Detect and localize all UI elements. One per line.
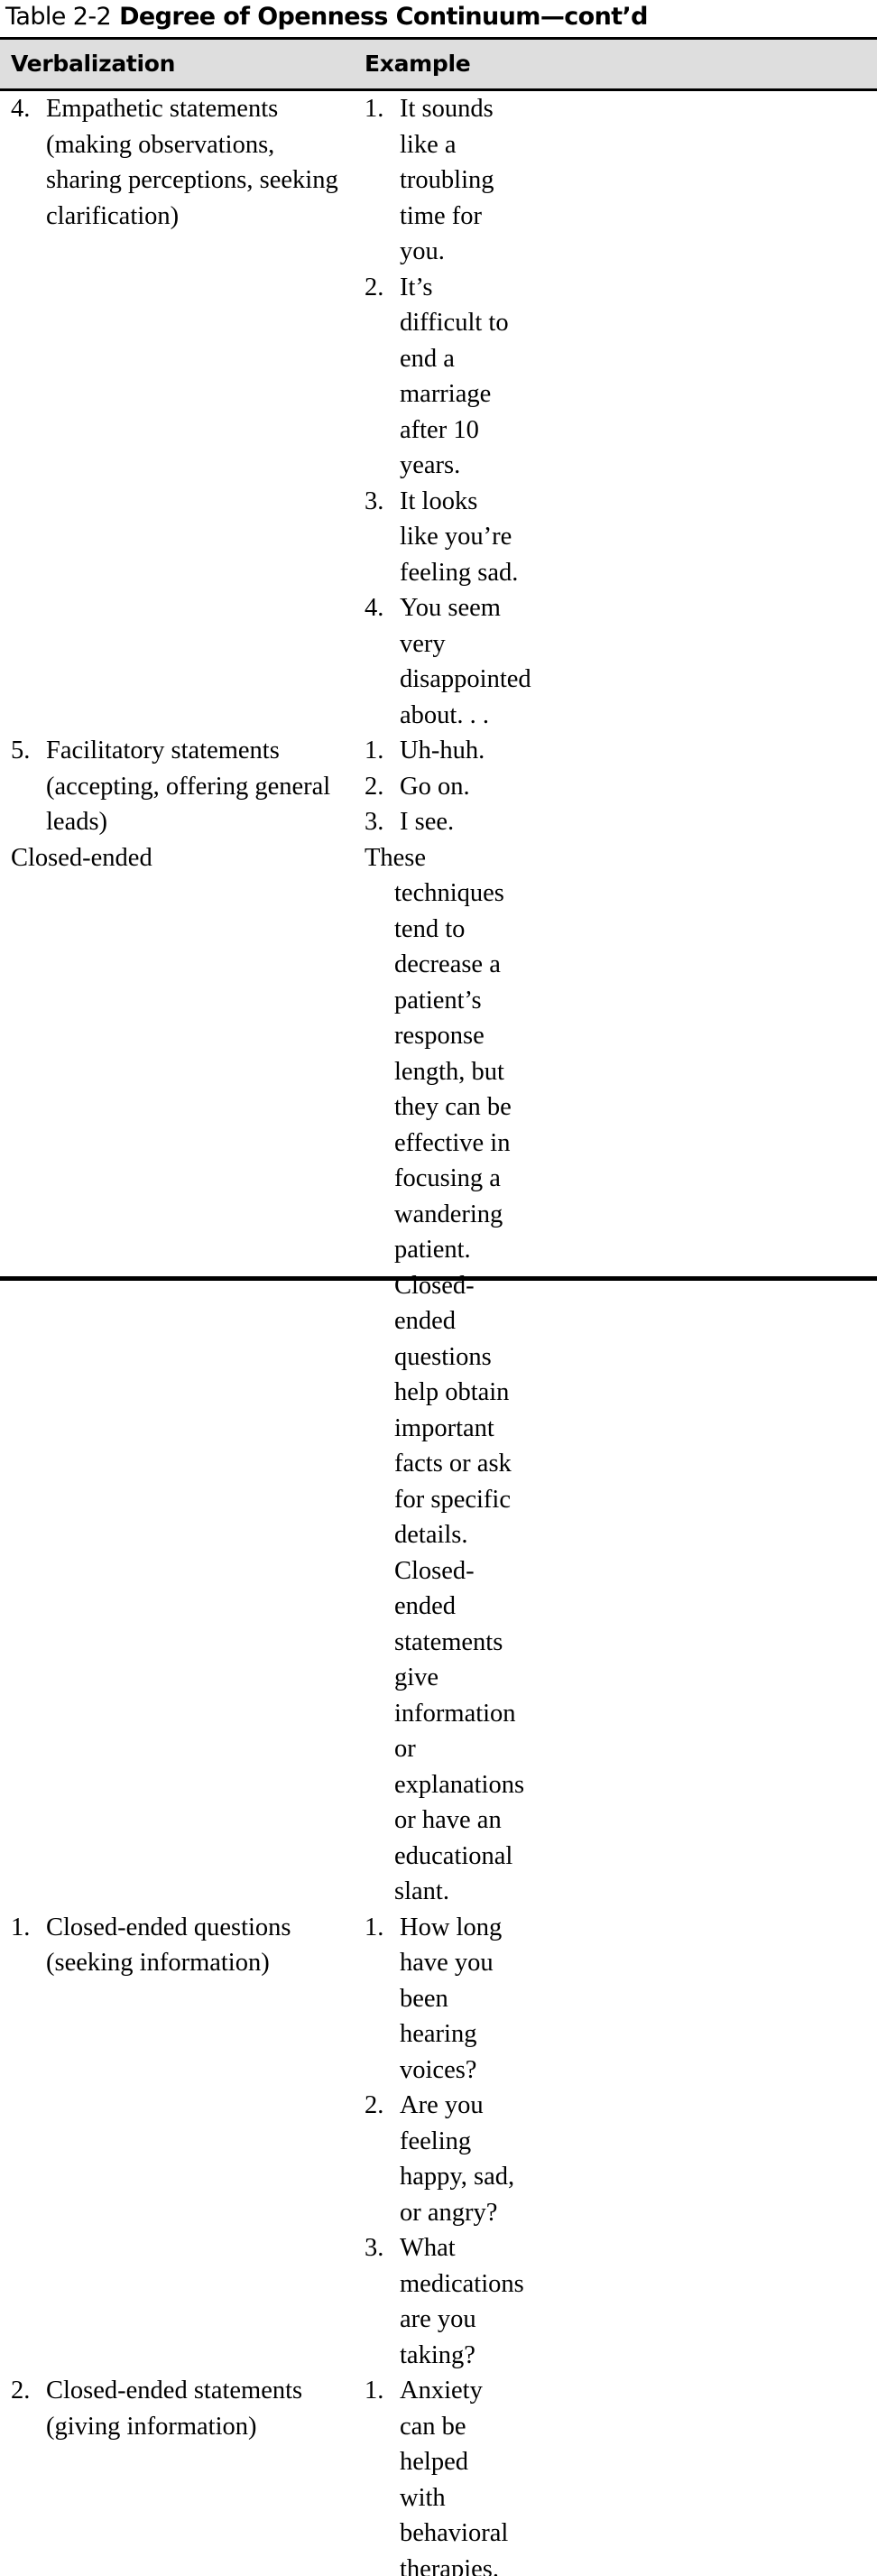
- list-item-text: It looks like you’re feeling sad.: [400, 486, 519, 587]
- list-item: 2. Closed-ended statements (giving infor…: [11, 2373, 348, 2444]
- table-row: 2. Closed-ended statements (giving infor…: [0, 2373, 877, 2576]
- list-item: 5. Facilitatory statements (accepting, o…: [11, 733, 348, 840]
- list-item: 1. Closed-ended questions (seeking infor…: [11, 1910, 348, 1981]
- list-item-number: 1.: [11, 1913, 31, 1941]
- list-item: 4. You seem very disappointed about. . .: [365, 590, 531, 733]
- list-item-number: 3.: [365, 486, 384, 515]
- list-item-text: It sounds like a troubling time for you.: [400, 95, 494, 265]
- table-row: 1. Closed-ended questions (seeking infor…: [0, 1910, 877, 2374]
- cell-example: 1. It sounds like a troubling time for y…: [0, 91, 531, 733]
- list-item: 3. It looks like you’re feeling sad.: [365, 484, 520, 591]
- list-item-number: 4.: [365, 594, 384, 622]
- table-body: 4. Empathetic statements (making observa…: [0, 91, 877, 2576]
- table-row: 5. Facilitatory statements (accepting, o…: [0, 733, 877, 840]
- table-header-rule: [0, 88, 877, 91]
- list-item-number: 5.: [11, 737, 31, 764]
- list-item-number: 2.: [11, 2377, 31, 2405]
- list-item-number: 1.: [365, 95, 384, 123]
- list-item-text: Are you feeling happy, sad, or angry?: [400, 2091, 515, 2227]
- list-item-number: 3.: [365, 808, 384, 836]
- cell-verbalization: Closed-ended: [0, 840, 354, 876]
- list-item-text: Go on.: [400, 772, 470, 801]
- cell-example: 1. Uh-huh. 2. Go on. 3. I see.: [0, 733, 523, 840]
- cell-verbalization: 1. Closed-ended questions (seeking infor…: [0, 1910, 354, 1981]
- list-item-text: Uh-huh.: [400, 737, 485, 764]
- list-item: 2. Go on.: [365, 769, 520, 805]
- list-item-number: 4.: [11, 95, 31, 123]
- list-item-number: 2.: [365, 273, 384, 301]
- table-caption-title: Degree of Openness Continuum—cont’d: [119, 3, 648, 31]
- table-top-rule: [0, 37, 877, 40]
- list-item: 1. It sounds like a troubling time for y…: [365, 91, 520, 270]
- list-item-text: Facilitatory statements (accepting, offe…: [46, 737, 331, 836]
- list-item-text: How long have you been hearing voices?: [400, 1913, 503, 2084]
- list-item-number: 1.: [365, 2377, 384, 2405]
- table-header-band: Verbalization Example: [0, 40, 877, 88]
- list-item-number: 3.: [365, 2234, 384, 2262]
- list-item-text: Closed-ended questions (seeking informat…: [46, 1913, 291, 1978]
- column-header-verbalization: Verbalization: [11, 51, 176, 77]
- list-item: 4. Empathetic statements (making observa…: [11, 91, 348, 234]
- list-item-text: Empathetic statements (making observatio…: [46, 95, 338, 230]
- table-row: Closed-ended These techniques tend to de…: [0, 840, 877, 1910]
- cell-example: These techniques tend to decrease a pati…: [0, 840, 525, 1910]
- paragraph: These techniques tend to decrease a pati…: [365, 843, 525, 1906]
- list-item: 1. How long have you been hearing voices…: [365, 1910, 520, 2089]
- list-item: 3. I see.: [365, 804, 520, 840]
- list-item-text: Anxiety can be helped with behavioral th…: [400, 2377, 509, 2576]
- list-item: 2. It’s difficult to end a marriage afte…: [365, 270, 520, 484]
- list-item-text: I see.: [400, 808, 455, 836]
- list-item-number: 2.: [365, 772, 384, 801]
- list-item-text: Closed-ended statements (giving informat…: [46, 2377, 303, 2441]
- cell-label: Closed-ended: [11, 843, 152, 872]
- cell-verbalization: 4. Empathetic statements (making observa…: [0, 91, 354, 234]
- cell-verbalization: 5. Facilitatory statements (accepting, o…: [0, 733, 354, 840]
- list-item-number: 1.: [365, 737, 384, 764]
- list-item-text: You seem very disappointed about. . .: [400, 594, 531, 729]
- list-item: 1. Anxiety can be helped with behavioral…: [365, 2373, 520, 2576]
- list-item: 2. Are you feeling happy, sad, or angry?: [365, 2088, 520, 2230]
- list-item-number: 1.: [365, 1913, 384, 1941]
- list-item-text: It’s difficult to end a marriage after 1…: [400, 273, 509, 480]
- table-caption-label: Table 2-2: [5, 3, 112, 31]
- table-row: 4. Empathetic statements (making observa…: [0, 91, 877, 733]
- table-bottom-rule: [0, 1276, 877, 1281]
- list-item: 1. Uh-huh.: [365, 733, 520, 769]
- list-item-number: 2.: [365, 2091, 384, 2119]
- list-item: 3. What medications are you taking?: [365, 2230, 524, 2373]
- cell-verbalization: 2. Closed-ended statements (giving infor…: [0, 2373, 354, 2444]
- column-header-example: Example: [365, 51, 471, 77]
- list-item-text: What medications are you taking?: [400, 2234, 524, 2369]
